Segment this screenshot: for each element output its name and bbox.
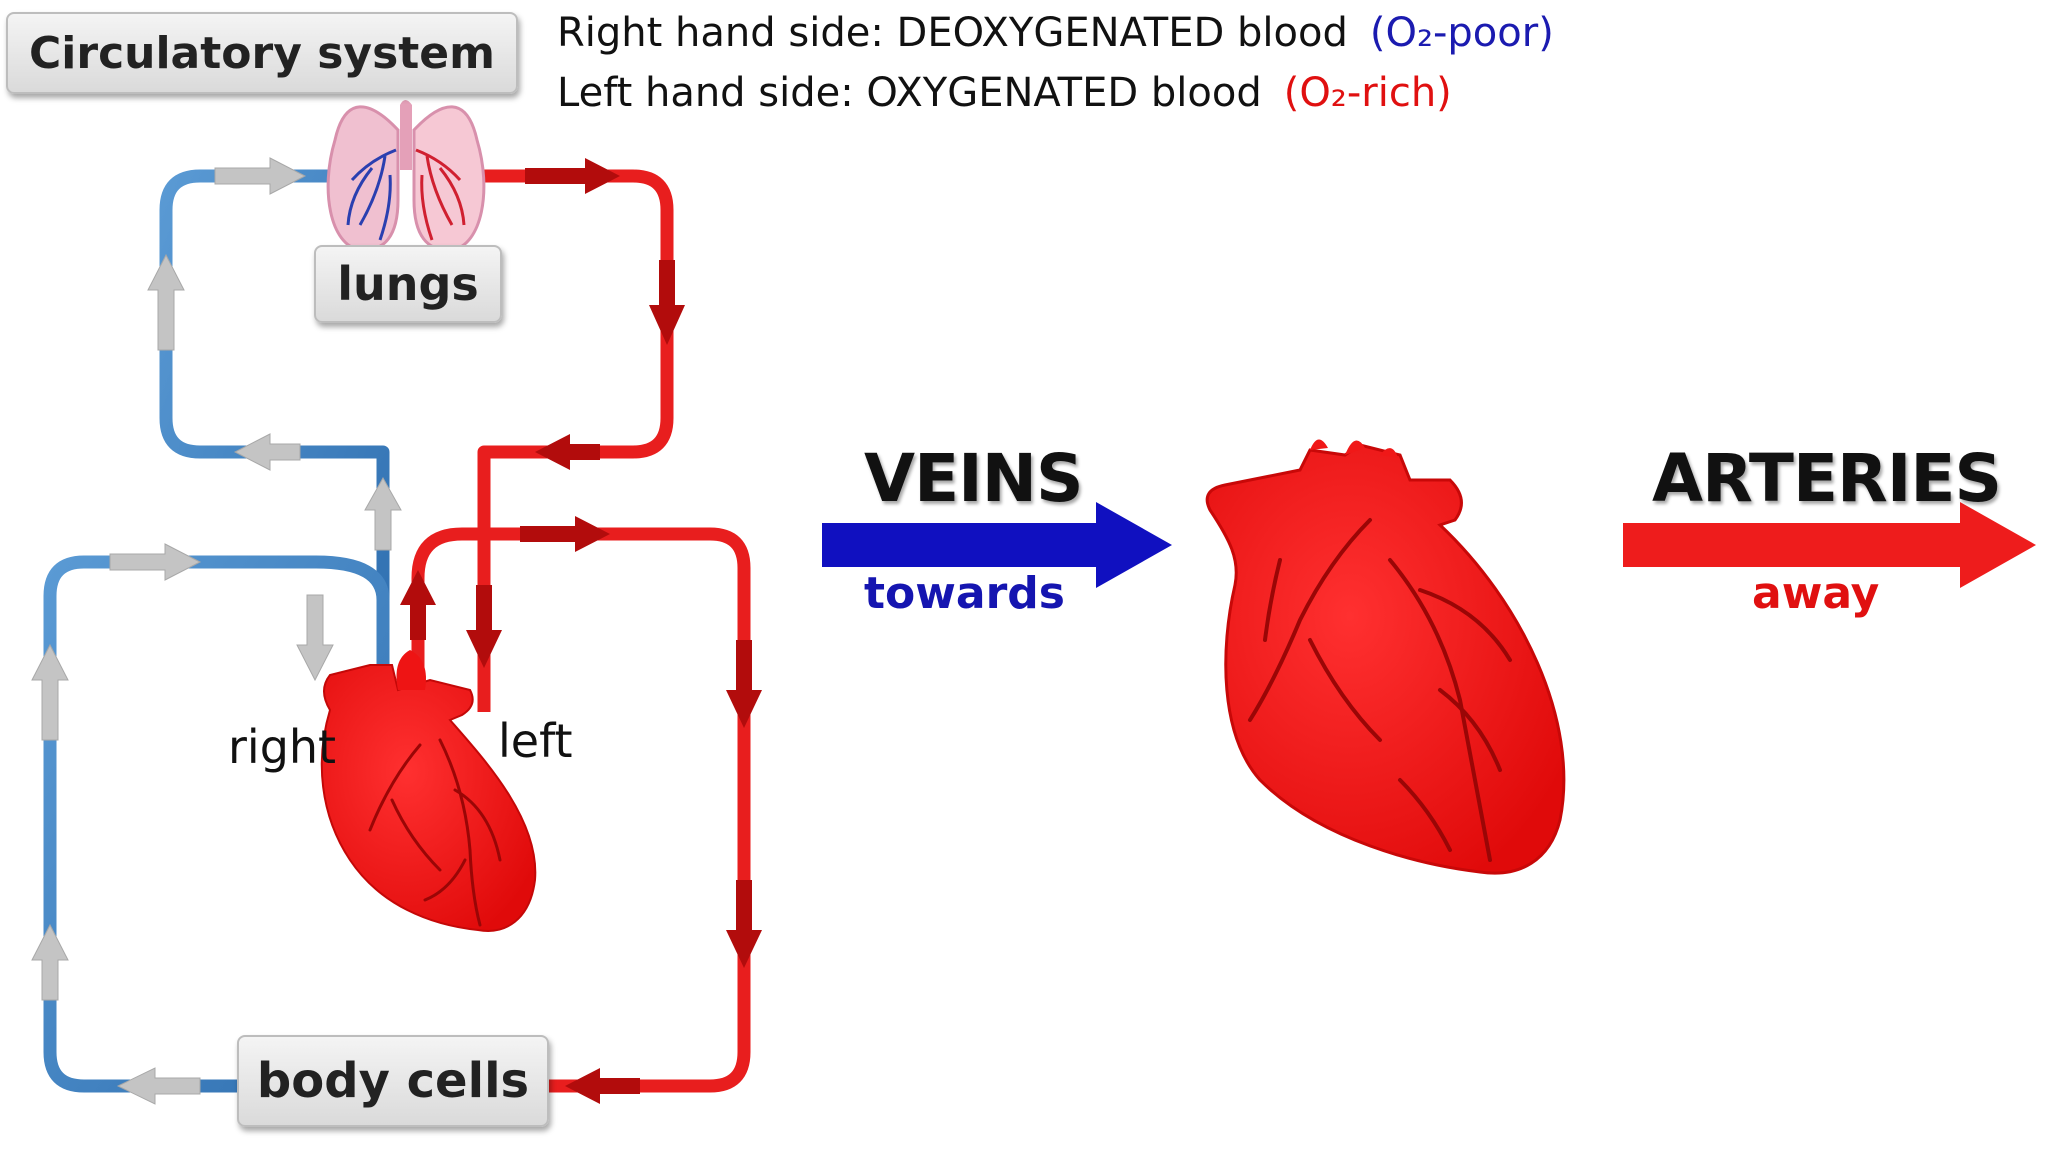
legend-right-side: Right hand side: DEOXYGENATED blood (O₂-p… — [557, 10, 1554, 56]
aorta-path — [411, 527, 751, 1093]
flow-arrow-down-icon — [726, 640, 762, 728]
flow-arrow-left-icon — [116, 1067, 201, 1105]
flow-arrow-right-icon — [525, 158, 620, 194]
body-cells-label: body cells — [237, 1035, 549, 1127]
flow-arrow-left-icon — [535, 434, 600, 470]
flow-arrow-down-icon — [726, 880, 762, 968]
diagram-title: Circulatory system — [6, 12, 518, 94]
flow-arrow-right-icon — [109, 543, 202, 581]
lungs-label: lungs — [314, 245, 502, 323]
systemic-vein-path — [43, 555, 390, 1093]
deoxygenated-flow-arrows — [31, 157, 402, 1105]
legend-right-text: Right hand side: DEOXYGENATED blood — [557, 10, 1348, 56]
flow-arrow-down-icon — [466, 585, 502, 668]
right-side-label: right — [228, 720, 337, 774]
oxygenated-flow-arrows — [400, 158, 762, 1104]
flow-arrow-up-icon — [400, 570, 436, 640]
legend-left-side: Left hand side: OXYGENATED blood (O₂-rich… — [557, 70, 1452, 116]
flow-arrow-down-icon — [296, 594, 334, 682]
towards-label: towards — [864, 568, 1065, 619]
veins-arrow-icon — [822, 502, 1172, 588]
large-heart-icon — [1205, 439, 1566, 875]
left-side-label: left — [498, 714, 573, 768]
flow-arrow-up-icon — [31, 643, 69, 741]
legend-left-text: Left hand side: OXYGENATED blood — [557, 70, 1262, 116]
flow-arrow-left-icon — [565, 1068, 640, 1104]
pulmonary-artery-path — [470, 169, 674, 712]
away-label: away — [1752, 568, 1880, 619]
flow-arrow-right-icon — [214, 157, 307, 195]
flow-arrow-left-icon — [233, 433, 301, 471]
lungs-icon — [326, 100, 486, 252]
pulmonary-vein-path — [159, 169, 390, 688]
legend-o2-poor: (O₂-poor) — [1369, 10, 1554, 56]
flow-arrow-down-icon — [649, 260, 685, 345]
small-heart-icon — [320, 650, 537, 932]
veins-label: VEINS — [864, 440, 1083, 517]
arteries-label: ARTERIES — [1652, 440, 2002, 517]
legend-o2-rich: (O₂-rich) — [1283, 70, 1452, 116]
flow-arrow-up-icon — [147, 253, 185, 351]
flow-arrow-right-icon — [520, 516, 610, 552]
flow-arrow-up-icon — [31, 923, 69, 1001]
flow-arrow-up-icon — [364, 476, 402, 551]
arteries-arrow-icon — [1623, 502, 2036, 588]
